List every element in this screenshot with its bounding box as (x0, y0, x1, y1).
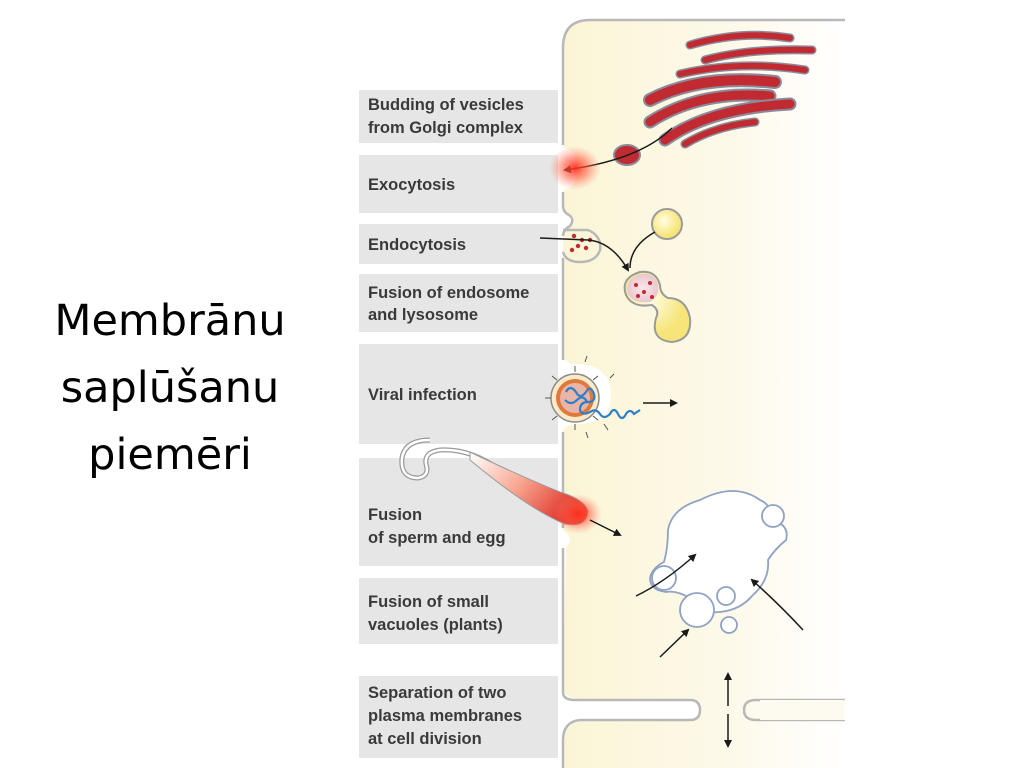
label-box-endocytosis (359, 224, 558, 264)
label-viral-line-1: Viral infection (368, 386, 477, 404)
vacuole-arrow-left (635, 553, 697, 597)
label-box-exocytosis (359, 155, 558, 213)
title-line-2: saplūšanu (60, 363, 280, 413)
lysosome (651, 208, 683, 240)
label-endosome-line-1: Fusion of endosome (368, 284, 529, 302)
label-vacuoles: Fusion of small vacuoles (plants) (368, 593, 503, 634)
label-box-endosome-lysosome (359, 274, 558, 332)
label-budding-line-1: Budding of vesicles (368, 96, 524, 114)
sperm (399, 437, 602, 534)
label-endocytosis-line-1: Endocytosis (368, 236, 466, 254)
endosome-particles (634, 281, 654, 299)
plasma-membrane (561, 18, 845, 768)
sperm-arrow (589, 519, 622, 536)
label-box-sperm-egg (359, 458, 558, 566)
lysosome-arrow (629, 231, 656, 269)
label-boxes (359, 90, 558, 758)
golgi-complex (643, 30, 817, 149)
label-vacuoles-line-1: Fusion of small (368, 593, 489, 611)
label-endosome-line-2: and lysosome (368, 306, 478, 324)
viral-dna (565, 386, 641, 420)
vacuole-arrow-bottom (659, 628, 690, 658)
label-endosome-lysosome: Fusion of endosome and lysosome (368, 284, 534, 324)
label-box-budding (359, 90, 558, 143)
title-line-1: Membrānu (54, 296, 286, 346)
label-separation-line-3: at cell division (368, 730, 482, 748)
label-sperm-egg: Fusion of sperm and egg (368, 506, 506, 547)
label-separation-line-1: Separation of two (368, 684, 506, 702)
label-viral: Viral infection (368, 386, 477, 404)
upper-cell-cytoplasm (563, 20, 845, 768)
label-box-vacuoles (359, 578, 558, 644)
label-exocytosis: Exocytosis (368, 176, 455, 194)
label-endocytosis: Endocytosis (368, 236, 466, 254)
label-box-viral (359, 344, 558, 444)
title-line-3: piemēri (88, 430, 252, 480)
label-vacuoles-line-2: vacuoles (plants) (368, 616, 503, 634)
label-exocytosis-line-1: Exocytosis (368, 176, 455, 194)
slide-title: Membrānu saplūšanu piemēri (20, 288, 320, 489)
exocytosis-glow (549, 146, 601, 190)
label-sperm-line-2: of sperm and egg (368, 529, 506, 547)
endocytosis-arrow (539, 237, 629, 272)
vacuole-arrow-right (750, 578, 804, 631)
label-budding: Budding of vesicles from Golgi complex (368, 96, 528, 137)
label-budding-line-2: from Golgi complex (368, 119, 524, 137)
label-separation-line-2: plasma membranes (368, 707, 522, 725)
dividing-cell-fragment (742, 698, 845, 722)
label-separation: Separation of two plasma membranes at ce… (368, 684, 527, 748)
label-sperm-line-1: Fusion (368, 506, 422, 524)
label-box-separation (359, 676, 558, 758)
